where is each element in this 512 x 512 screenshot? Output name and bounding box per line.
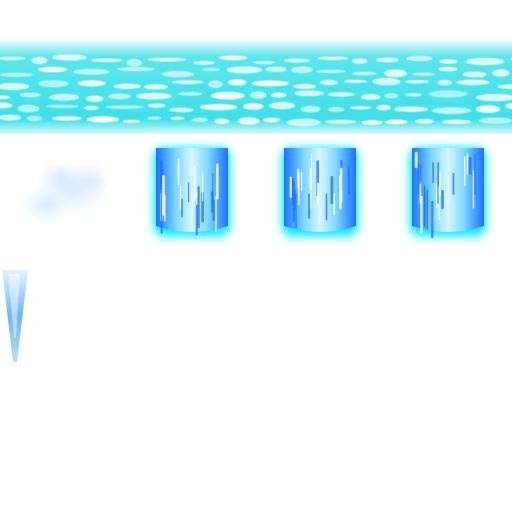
- drip-icon: [2, 270, 28, 362]
- waterfall-icon: [154, 148, 230, 236]
- water-surface-icon: [0, 38, 512, 134]
- waterfall-icon: [282, 148, 358, 236]
- waterfall-icon: [410, 148, 486, 239]
- mist-icon: [24, 162, 108, 223]
